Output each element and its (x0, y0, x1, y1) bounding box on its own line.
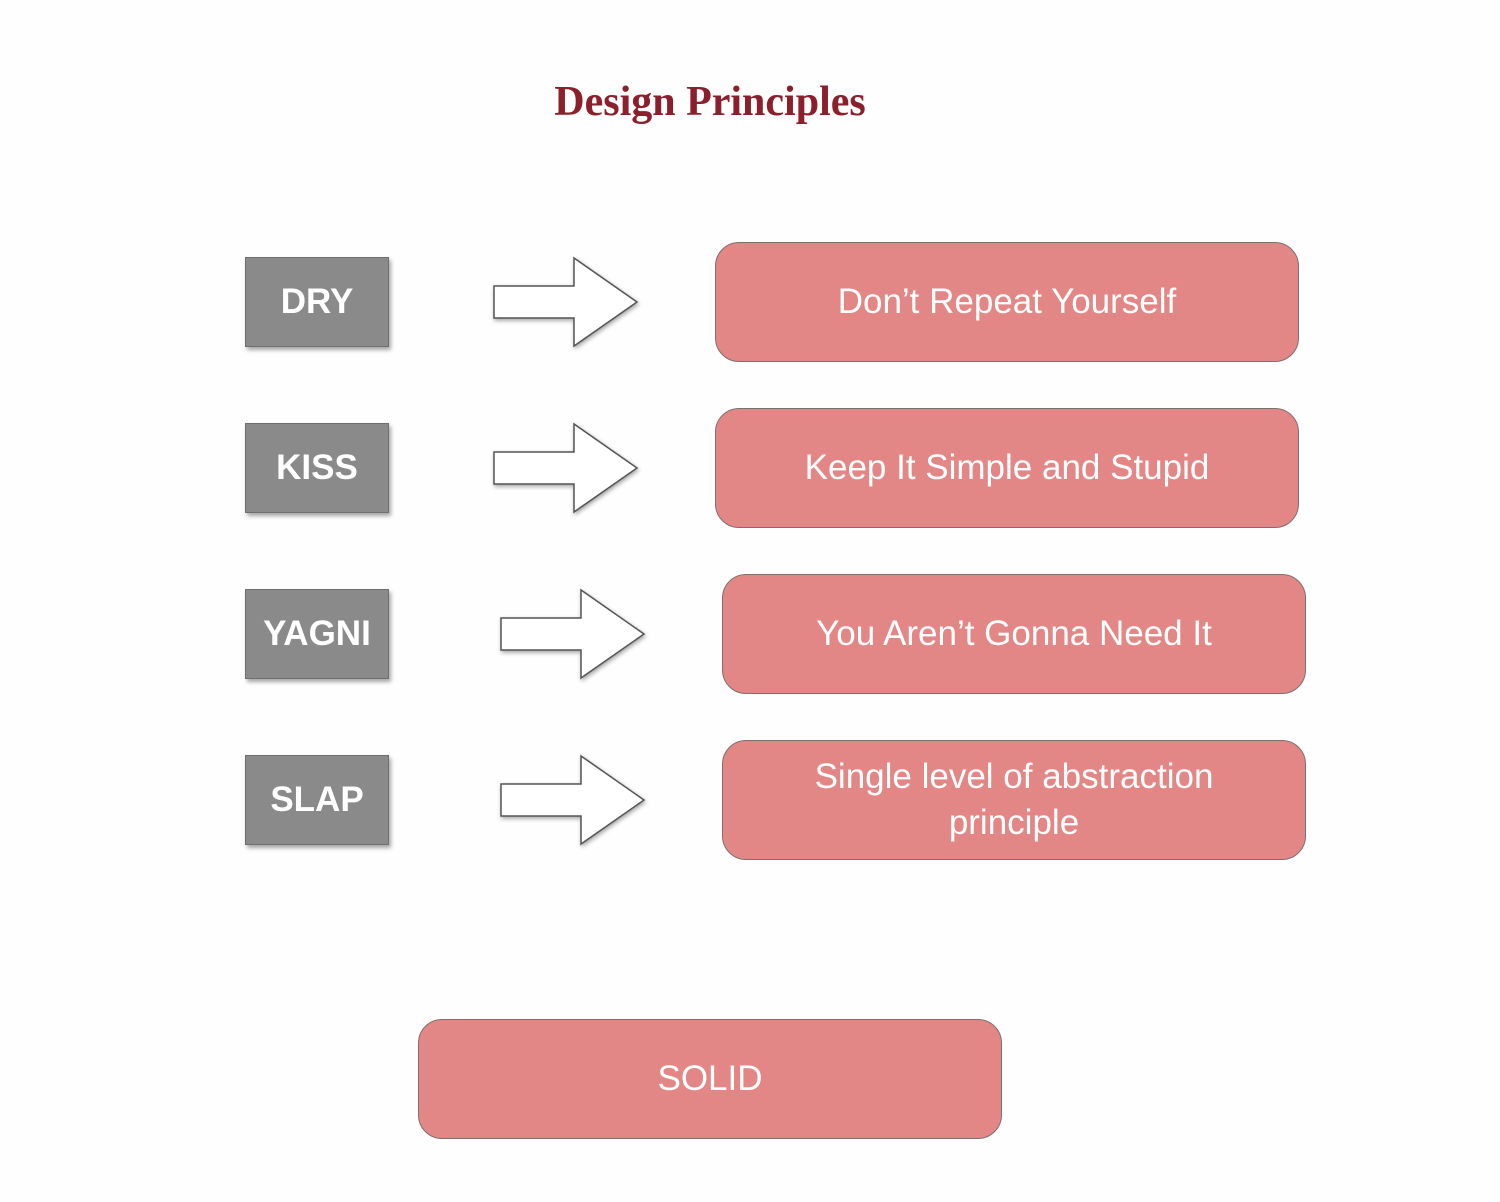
acronym-box-slap: SLAP (245, 755, 389, 845)
right-arrow-icon (497, 587, 647, 681)
right-arrow-icon (490, 421, 640, 515)
acronym-box-yagni: YAGNI (245, 589, 389, 679)
acronym-box-dry: DRY (245, 257, 389, 347)
meaning-box-dry: Don’t Repeat Yourself (715, 242, 1299, 362)
right-arrow-icon (490, 255, 640, 349)
right-arrow-icon (497, 753, 647, 847)
page-title: Design Principles (554, 79, 866, 125)
acronym-box-kiss: KISS (245, 423, 389, 513)
meaning-box-kiss: Keep It Simple and Stupid (715, 408, 1299, 528)
meaning-box-yagni: You Aren’t Gonna Need It (722, 574, 1306, 694)
meaning-box-slap: Single level of abstraction principle (722, 740, 1306, 860)
solid-box: SOLID (418, 1019, 1002, 1139)
